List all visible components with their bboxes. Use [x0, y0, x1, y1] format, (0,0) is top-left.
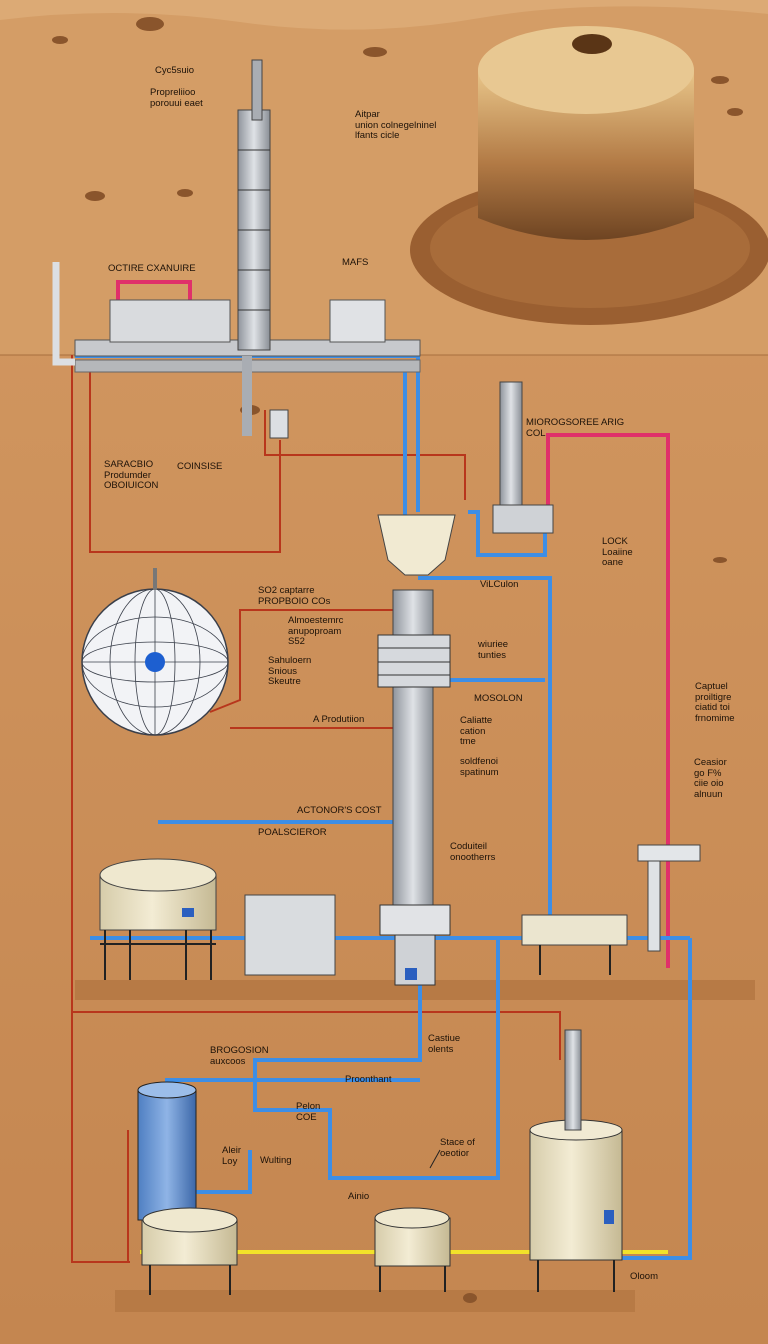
tank-left [99, 858, 217, 980]
label-saracio: SARACBIO Produmder OBOIUICON [104, 459, 159, 491]
bottom-tank-middle [374, 1207, 451, 1292]
central-base [379, 904, 451, 936]
plant-platform [75, 980, 755, 1000]
hopper [377, 514, 456, 576]
bottom-tank-left [141, 1207, 238, 1295]
label-calaitte: Caliatte cation tme [460, 715, 493, 747]
label-ainio: Ainio [348, 1191, 370, 1202]
label-vilculon: ViLCulon [480, 579, 519, 590]
label-coduiteil: Coduiteil onootherrs [450, 841, 496, 863]
label-wulting: Wulting [260, 1155, 292, 1166]
label-pelon: Pelon COE [296, 1101, 321, 1123]
label-proonthant: Proonthant [345, 1074, 392, 1085]
label-oloom: Oloom [630, 1271, 658, 1282]
gas-sphere [81, 568, 229, 736]
processing-unit [244, 894, 336, 976]
label-mosolon: MOSOLON [474, 693, 523, 704]
label-a-prodution: A Produtiion [313, 714, 365, 725]
control-skid [521, 914, 628, 946]
label-ceasior: Ceasior go F% ciie oio alnuun [694, 757, 727, 800]
lower-platform [115, 1290, 635, 1312]
red-signal-lines [71, 355, 561, 1263]
label-lock: LOCK Loaiine oane [602, 536, 633, 568]
label-so2-capture: SO2 captarre PROPBOIO COs [258, 585, 331, 607]
label-mars: MAFS [342, 257, 369, 268]
compressor-column [499, 381, 523, 513]
label-aetpar: Aitpar union colnegelninel lfants cicle [355, 109, 437, 141]
label-soldfenoi: soldfenoi spatinum [460, 756, 499, 778]
label-actonors: ACTONOR'S COST [297, 805, 382, 816]
label-aleir: Aleir Loy [222, 1145, 242, 1167]
label-wiunee: wiuriee tunties [478, 639, 509, 661]
label-propellant: Propreliioo porouui eaet [150, 87, 203, 109]
label-brogosion: BROGOSION auxcoos [210, 1045, 269, 1067]
label-stace-of: Stace of oeotior [440, 1137, 475, 1159]
label-sahuloem: Sahuloern Snious Skeutre [268, 655, 312, 687]
dune-ridge [0, 0, 768, 30]
pipe-header [637, 844, 701, 862]
leader-pointer [429, 1149, 441, 1169]
label-cyclone: Cyc5suio [155, 65, 195, 76]
large-storage-tank [529, 1029, 623, 1292]
label-poalsoieror: POALSCIEROR [258, 827, 327, 838]
label-coinsise: COINSISE [177, 461, 223, 472]
tower-rings [238, 149, 270, 311]
deck-machinery [109, 299, 231, 343]
blue-column-tank [137, 1081, 197, 1221]
label-almoestemc: Almoestemrc anupoproam S52 [288, 615, 344, 647]
label-octire: OCTIRE CXANUIRE [108, 263, 196, 274]
storage-dome [478, 70, 694, 240]
vent-pipe [52, 262, 75, 366]
label-captuel: Captuel proiltigre ciatid toi frnomime [695, 681, 735, 724]
label-castiue: Castiue olents [428, 1033, 461, 1055]
label-microgore: MIOROGSOREE ARIG COL [526, 417, 625, 439]
